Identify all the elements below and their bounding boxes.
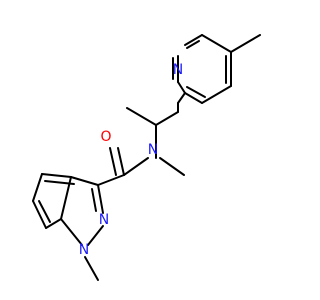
bond bbox=[70, 176, 99, 186]
methyl-bond bbox=[230, 34, 261, 53]
bond bbox=[41, 173, 72, 178]
pyridine-nitrogen-label: N bbox=[173, 62, 183, 78]
background bbox=[0, 0, 300, 300]
molecule-structure: N N O N N bbox=[0, 0, 300, 300]
bond bbox=[32, 173, 43, 202]
bond bbox=[91, 188, 97, 212]
bond bbox=[109, 147, 117, 176]
bond bbox=[201, 85, 232, 104]
bond bbox=[126, 107, 157, 126]
bond bbox=[117, 147, 125, 176]
n-methyl-bond bbox=[159, 157, 185, 176]
bond bbox=[186, 40, 200, 49]
indazole-n1-label: N bbox=[79, 242, 89, 258]
bond bbox=[87, 225, 104, 246]
bond bbox=[44, 180, 75, 185]
bond bbox=[184, 92, 203, 104]
bond bbox=[201, 34, 232, 53]
amide-nitrogen-label: N bbox=[148, 142, 158, 158]
bond bbox=[97, 174, 125, 186]
bond bbox=[155, 111, 179, 126]
bond bbox=[38, 200, 51, 223]
bond bbox=[123, 157, 149, 176]
indazole-ring bbox=[32, 173, 125, 281]
alkyl-chain bbox=[126, 55, 186, 143]
amide-group bbox=[109, 141, 185, 176]
bond bbox=[186, 86, 206, 98]
bond bbox=[177, 81, 186, 94]
n-methyl-bond bbox=[84, 256, 99, 281]
pyridine-ring bbox=[184, 34, 261, 104]
bond bbox=[45, 218, 62, 229]
bond bbox=[177, 92, 186, 104]
indazole-n2-label: N bbox=[99, 212, 109, 228]
carbonyl-oxygen-label: O bbox=[100, 129, 111, 145]
bond bbox=[60, 218, 83, 246]
bond bbox=[32, 200, 47, 229]
bond bbox=[184, 34, 203, 46]
bond bbox=[97, 184, 104, 214]
